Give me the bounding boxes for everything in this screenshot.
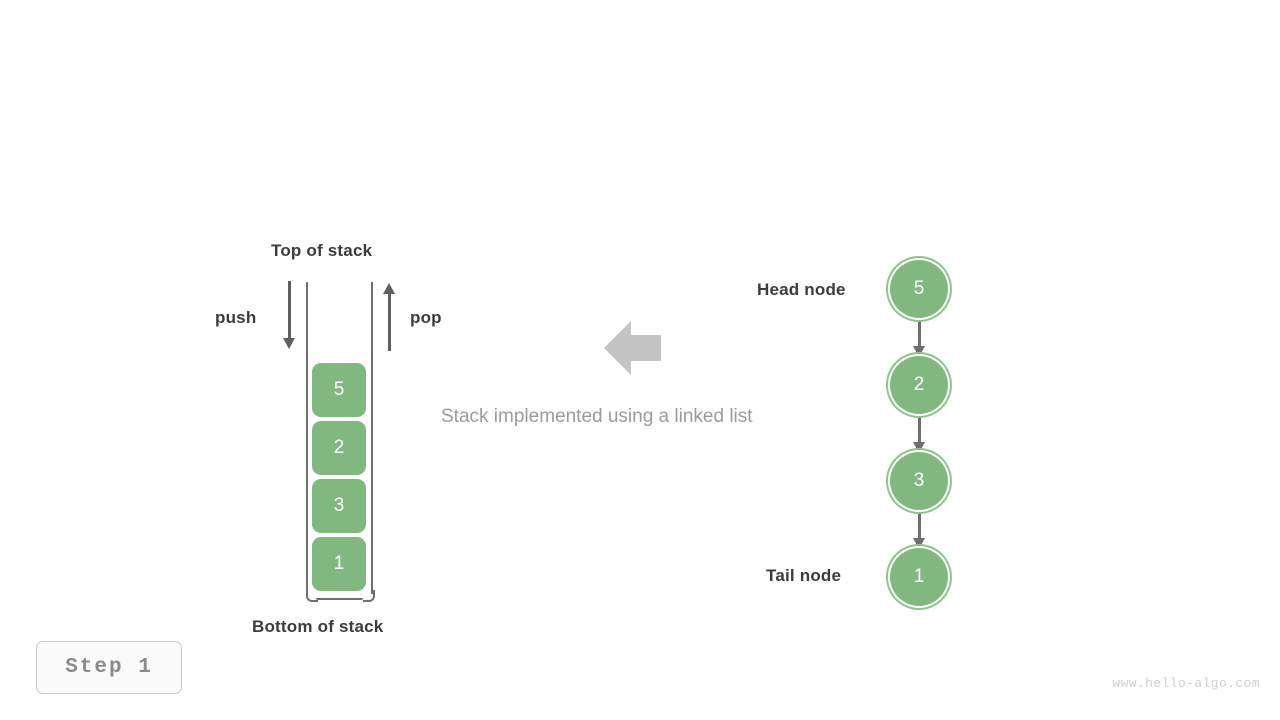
tail-node-label: Tail node: [766, 566, 842, 585]
watermark: www.hello-algo.com: [1112, 676, 1260, 691]
stack-container-floor: [316, 598, 363, 600]
head-node-label: Head node: [757, 280, 846, 299]
pop-label: pop: [410, 308, 442, 327]
link-shaft: [918, 512, 921, 542]
linked-list-node: 1: [890, 548, 948, 606]
link-shaft: [918, 320, 921, 350]
transform-left-arrow-icon: [604, 320, 661, 376]
pop-arrow-head-icon: [383, 283, 395, 294]
top-of-stack-label: Top of stack: [271, 241, 373, 260]
link-arrow-head-icon: [913, 346, 925, 357]
linked-list-node: 3: [890, 452, 948, 510]
link-shaft: [918, 416, 921, 446]
bottom-of-stack-label: Bottom of stack: [252, 617, 384, 636]
link-arrow-head-icon: [913, 538, 925, 549]
stack-container-corner-right: [363, 590, 375, 602]
stack-block: 1: [312, 537, 366, 591]
diagram-caption: Stack implemented using a linked list: [441, 406, 753, 427]
step-badge: Step 1: [36, 641, 182, 694]
linked-list-node: 5: [890, 260, 948, 318]
push-arrow-head-icon: [283, 338, 295, 349]
stack-block: 5: [312, 363, 366, 417]
push-arrow-shaft: [288, 281, 291, 339]
stack-block: 3: [312, 479, 366, 533]
stack-container-right-wall: [371, 282, 373, 594]
stack-container-corner-left: [306, 590, 318, 602]
pop-arrow-shaft: [388, 294, 391, 351]
stack-container-left-wall: [306, 282, 308, 594]
push-label: push: [215, 308, 257, 327]
linked-list-node: 2: [890, 356, 948, 414]
link-arrow-head-icon: [913, 442, 925, 453]
stack-block: 2: [312, 421, 366, 475]
